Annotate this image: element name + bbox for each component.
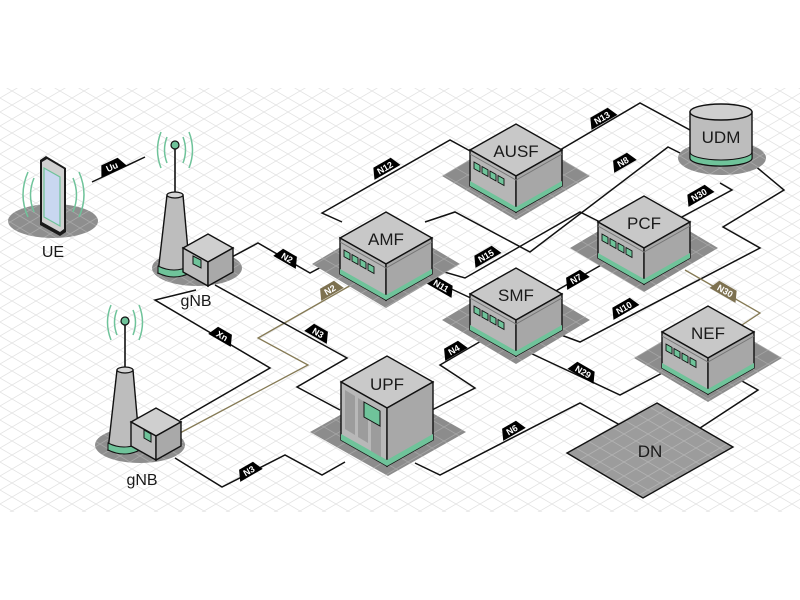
node-ausf[interactable]: AUSF [442,123,590,220]
node-udm[interactable]: UDM [678,103,766,175]
tag-n2-alt-label: N2 [323,283,338,297]
link-n12[interactable] [320,139,473,223]
server-rack-icon [339,355,435,468]
node-upf[interactable]: UPF [310,355,466,476]
link-n29[interactable] [527,351,669,396]
gnb-1-label: gNB [180,293,211,310]
upf-label: UPF [370,375,404,394]
port-led-icon [481,309,489,322]
link-n3-b[interactable] [174,454,346,488]
links-layer [91,102,786,488]
tag-n8[interactable]: N8 [609,150,637,173]
tag-n7-label: N7 [569,272,584,286]
tag-n4-label: N4 [447,343,462,357]
server-box-icon [660,305,756,396]
tag-n2-label: N2 [280,251,295,265]
link-n30-alt[interactable] [684,269,762,326]
port-led-icon [601,233,609,245]
tag-n3-b-label: N3 [242,464,257,478]
ue-label: UE [42,244,64,261]
udm-label: UDM [702,128,741,147]
tag-n6-label: N6 [505,423,520,437]
tag-n8-label: N8 [616,155,631,169]
signal-waves-icon [156,131,194,169]
port-led-icon [367,262,375,275]
port-led-icon [681,352,689,364]
tag-uu-label: Uu [104,160,119,174]
smf-label: SMF [498,286,534,305]
link-n6[interactable] [414,402,621,476]
tag-n3-b[interactable]: N3 [235,459,263,482]
link-n3-a[interactable] [214,284,349,411]
tag-n2-alt[interactable]: N2 [316,278,344,301]
link-n2-alt[interactable] [179,279,361,434]
node-smf[interactable]: SMF [442,267,590,364]
port-led-icon [665,343,673,355]
port-led-icon [473,161,481,173]
port-led-icon [489,170,497,182]
port-led-icon [497,174,505,187]
node-ue[interactable]: UE [8,156,98,261]
baseband-unit-icon [181,233,235,288]
server-nodes: AMF AUSF PCF SMF NEF [312,123,782,402]
server-box-icon [338,211,434,302]
amf-label: AMF [368,230,404,249]
tag-n3-a-label: N3 [311,326,326,340]
tag-uu[interactable]: Uu [97,156,127,178]
nef-label: NEF [691,324,725,343]
port-led-icon [473,305,481,317]
baseband-unit-icon [129,407,183,462]
link-uu[interactable] [91,156,146,183]
node-nef[interactable]: NEF [634,305,782,402]
gnb-2-label: gNB [126,472,157,489]
tag-xn[interactable]: Xn [208,324,236,347]
link-n10[interactable] [552,159,786,343]
link-n13[interactable] [559,102,691,151]
database-cylinder-icon [689,103,753,167]
antenna-tower-icon [157,140,191,278]
tag-n2[interactable]: N2 [273,246,301,269]
link-n30[interactable] [679,182,734,219]
tag-n7[interactable]: N7 [562,267,590,290]
interface-tags: Uu N2 N2 Xn N3 N3 N12 N13 [97,107,737,482]
link-n8[interactable] [424,146,701,253]
tag-n6[interactable]: N6 [498,418,526,441]
tag-n4[interactable]: N4 [440,338,468,361]
tag-n3-a[interactable]: N3 [304,321,332,344]
link-n4[interactable] [431,336,489,411]
node-amf[interactable]: AMF [312,211,460,308]
server-box-icon [468,123,564,214]
port-led-icon [689,356,697,369]
port-led-icon [351,253,359,266]
phone-icon [40,156,66,236]
pcf-label: PCF [627,214,661,233]
port-led-icon [673,347,681,360]
port-led-icon [489,314,497,326]
signal-waves-icon [106,304,144,341]
ausf-label: AUSF [493,142,538,161]
dn-area [565,402,735,499]
server-box-icon [468,267,564,358]
port-led-icon [481,165,489,178]
server-box-icon [596,195,692,286]
port-led-icon [359,258,367,270]
port-led-icon [617,242,625,254]
dn-label: DN [638,442,663,461]
port-led-icon [625,246,633,259]
port-led-icon [609,237,617,250]
port-led-icon [497,318,505,331]
node-gnb-2[interactable]: gNB [95,304,185,489]
tag-xn-label: Xn [215,329,230,343]
node-pcf[interactable]: PCF [570,195,718,292]
port-led-icon [343,249,351,261]
signal-waves-icon [22,171,85,218]
node-gnb-1[interactable]: gNB [152,131,242,310]
node-dn[interactable]: DN [565,402,735,499]
